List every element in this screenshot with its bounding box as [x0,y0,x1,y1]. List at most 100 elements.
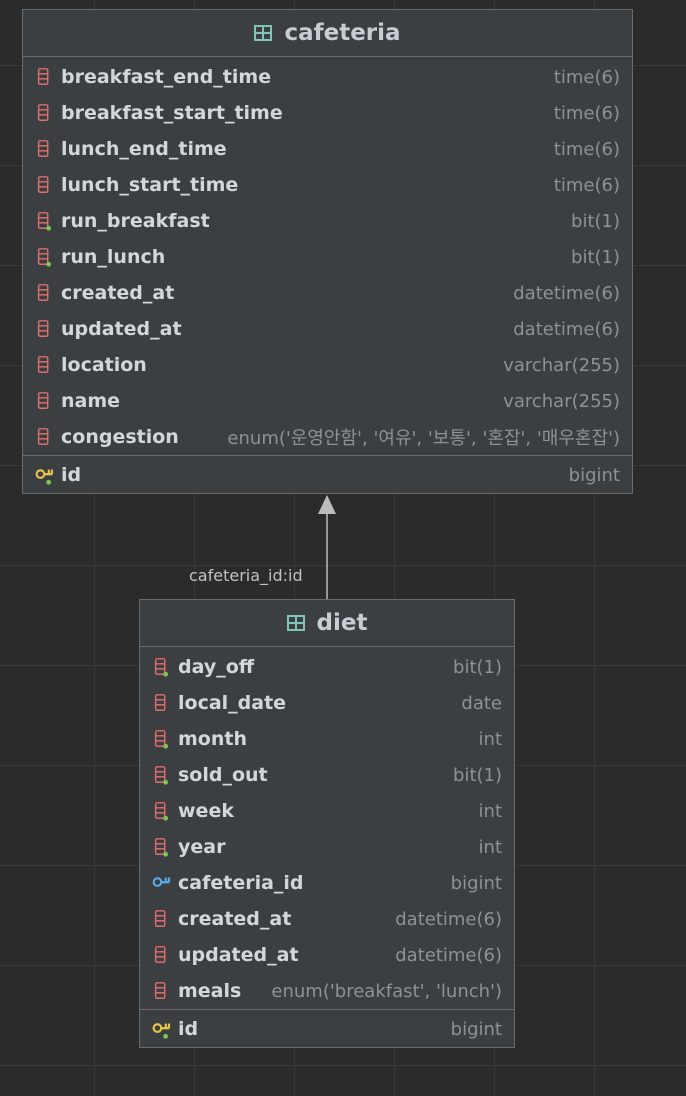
column-type: enum('운영안함', '여유', '보통', '혼잡', '매우혼잡') [227,428,620,449]
column-list: breakfast_end_time time(6) breakfast_star… [23,57,632,455]
column-type: date [461,692,502,714]
column-row[interactable]: created_at datetime(6) [23,275,632,311]
column-type: bigint [450,1018,502,1040]
column-notnull-icon [35,246,55,268]
column-row[interactable]: year int [140,829,514,865]
key-divider [23,455,632,456]
column-name: id [178,1018,199,1040]
column-notnull-icon [152,800,172,822]
column-type: enum('breakfast', 'lunch') [271,980,502,1002]
column-row[interactable]: created_at datetime(6) [140,901,514,937]
column-notnull-icon [152,656,172,678]
column-name: name [61,390,121,412]
column-row[interactable]: lunch_end_time time(6) [23,131,632,167]
primary-key-icon [35,464,55,486]
entity-title: cafeteria [284,20,401,46]
column-type: datetime(6) [513,318,620,340]
column-icon [152,944,172,966]
column-row[interactable]: id bigint [140,1010,514,1048]
column-name: run_lunch [61,246,166,268]
primary-key-icon [152,1018,172,1040]
column-type: bit(1) [453,764,502,786]
column-row[interactable]: id bigint [23,456,632,494]
column-row[interactable]: breakfast_end_time time(6) [23,59,632,95]
column-row[interactable]: week int [140,793,514,829]
column-row[interactable]: sold_out bit(1) [140,757,514,793]
column-type: time(6) [553,66,620,88]
entity-cafeteria[interactable]: cafeteria breakfast_end_time time(6) brea… [22,9,633,494]
column-name: day_off [178,656,255,678]
column-row[interactable]: meals enum('breakfast', 'lunch') [140,973,514,1009]
column-name: congestion [61,426,179,448]
column-type: time(6) [553,138,620,160]
column-type: bigint [568,464,620,486]
entity-title: diet [316,610,368,636]
column-icon [35,66,55,88]
column-name: location [61,354,147,376]
table-icon [286,615,305,631]
column-row[interactable]: run_breakfast bit(1) [23,203,632,239]
column-name: sold_out [178,764,268,786]
column-notnull-icon [152,728,172,750]
column-type: bit(1) [453,656,502,678]
column-name: lunch_start_time [61,174,239,196]
column-row[interactable]: updated_at datetime(6) [23,311,632,347]
column-icon [35,102,55,124]
column-icon [35,282,55,304]
column-icon [152,692,172,714]
column-row[interactable]: local_date date [140,685,514,721]
column-row[interactable]: updated_at datetime(6) [140,937,514,973]
column-type: varchar(255) [503,354,620,376]
column-name: updated_at [61,318,182,340]
column-icon [35,390,55,412]
table-icon [254,25,273,41]
column-name: run_breakfast [61,210,210,232]
column-name: updated_at [178,944,299,966]
column-name: month [178,728,247,750]
column-type: int [478,836,502,858]
column-type: bigint [450,872,502,894]
column-name: year [178,836,226,858]
entity-header: cafeteria [23,10,632,57]
column-notnull-icon [152,836,172,858]
column-name: local_date [178,692,287,714]
column-row[interactable]: name varchar(255) [23,383,632,419]
column-type: bit(1) [571,246,620,268]
column-type: varchar(255) [503,390,620,412]
key-section: id bigint [140,1010,514,1048]
key-divider [140,1009,514,1010]
column-type: int [478,800,502,822]
column-type: time(6) [553,102,620,124]
relation-label: cafeteria_id:id [189,566,303,585]
column-row[interactable]: run_lunch bit(1) [23,239,632,275]
column-type: datetime(6) [395,944,502,966]
column-name: lunch_end_time [61,138,227,160]
column-name: meals [178,980,242,1002]
column-name: id [61,464,82,486]
column-name: created_at [61,282,175,304]
entity-header: diet [140,600,514,647]
column-row[interactable]: breakfast_start_time time(6) [23,95,632,131]
column-type: datetime(6) [513,282,620,304]
column-row[interactable]: day_off bit(1) [140,649,514,685]
column-notnull-icon [35,210,55,232]
column-icon [35,354,55,376]
column-row[interactable]: congestion enum('운영안함', '여유', '보통', '혼잡',… [23,419,632,455]
column-row[interactable]: location varchar(255) [23,347,632,383]
relation-arrow[interactable] [310,494,344,600]
column-icon [152,980,172,1002]
column-name: week [178,800,234,822]
column-type: bit(1) [571,210,620,232]
column-type: datetime(6) [395,908,502,930]
column-icon [35,426,55,448]
column-name: breakfast_start_time [61,102,283,124]
column-notnull-icon [152,764,172,786]
column-name: created_at [178,908,292,930]
column-icon [35,318,55,340]
column-name: breakfast_end_time [61,66,272,88]
